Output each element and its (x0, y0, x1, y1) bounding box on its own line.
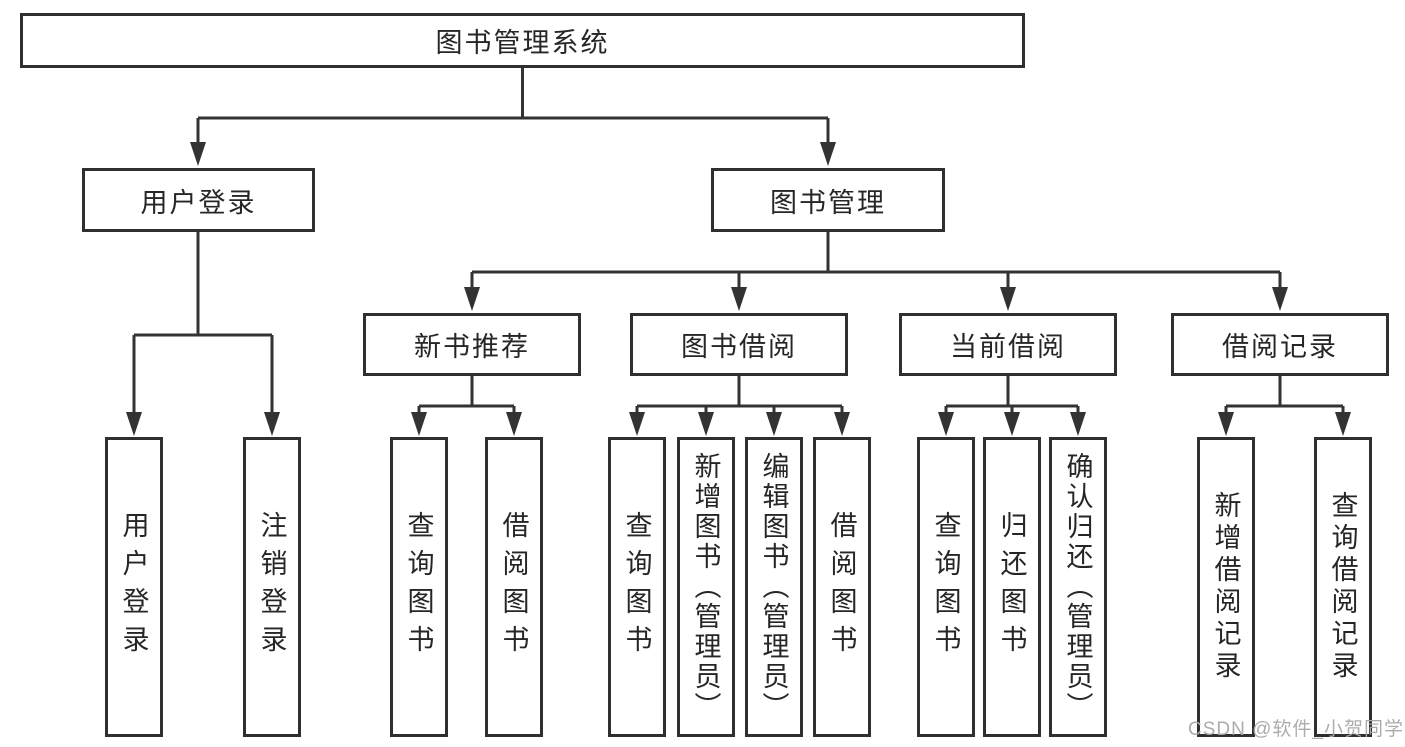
leaf-query-books-1: 查询图书 (390, 437, 448, 737)
leaf-label: 新增图书（管理员） (690, 452, 721, 722)
leaf-label: 新增借阅记录 (1210, 491, 1241, 683)
leaf-label: 注销登录 (256, 511, 287, 663)
leaf-label: 确认归还（管理员） (1062, 452, 1093, 722)
node-book-management-group: 图书管理 (711, 168, 945, 232)
node-library-management-system: 图书管理系统 (20, 13, 1025, 68)
leaf-label: 查询借阅记录 (1327, 491, 1358, 683)
leaf-borrow-books-1: 借阅图书 (485, 437, 543, 737)
node-borrowing-records: 借阅记录 (1171, 313, 1389, 376)
node-label: 图书管理 (770, 187, 886, 218)
node-current-borrowing: 当前借阅 (899, 313, 1117, 376)
node-label: 图书借阅 (681, 332, 797, 362)
leaf-confirm-return-admin: 确认归还（管理员） (1049, 437, 1107, 737)
leaf-label: 查询图书 (930, 511, 961, 663)
leaf-label: 归还图书 (996, 511, 1027, 663)
leaf-add-borrow-record: 新增借阅记录 (1197, 437, 1255, 737)
leaf-logout: 注销登录 (243, 437, 301, 737)
leaf-edit-books-admin: 编辑图书（管理员） (745, 437, 803, 737)
node-label: 当前借阅 (950, 332, 1066, 362)
leaf-query-books-3: 查询图书 (917, 437, 975, 737)
node-book-borrowing: 图书借阅 (630, 313, 848, 376)
leaf-query-borrow-record: 查询借阅记录 (1314, 437, 1372, 737)
leaf-borrow-books-2: 借阅图书 (813, 437, 871, 737)
node-user-login-group: 用户登录 (82, 168, 315, 232)
leaf-label: 查询图书 (621, 511, 652, 663)
node-label: 新书推荐 (414, 332, 530, 362)
leaf-label: 借阅图书 (498, 511, 529, 663)
leaf-query-books-2: 查询图书 (608, 437, 666, 737)
leaf-return-books: 归还图书 (983, 437, 1041, 737)
node-label: 借阅记录 (1222, 332, 1338, 362)
node-new-book-recommendation: 新书推荐 (363, 313, 581, 376)
leaf-user-login: 用户登录 (105, 437, 163, 737)
node-label: 用户登录 (140, 187, 257, 218)
csdn-watermark: CSDN @软件_小贺同学 (1188, 719, 1404, 740)
node-label: 图书管理系统 (435, 28, 610, 58)
leaf-label: 借阅图书 (826, 511, 857, 663)
leaf-label: 用户登录 (118, 511, 149, 663)
leaf-add-books-admin: 新增图书（管理员） (677, 437, 735, 737)
leaf-label: 编辑图书（管理员） (758, 452, 789, 722)
arrowheads (126, 142, 1351, 436)
leaf-label: 查询图书 (403, 511, 434, 663)
